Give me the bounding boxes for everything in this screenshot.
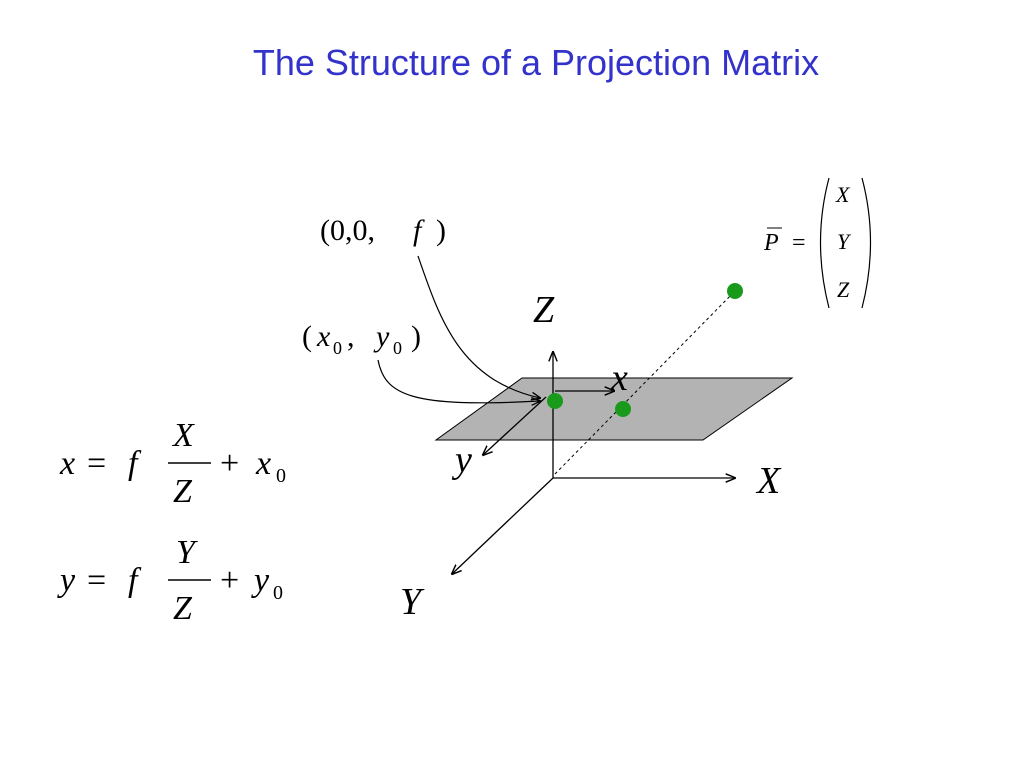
- center-y-sub: 0: [393, 338, 402, 358]
- principal-open: (0,0,: [320, 214, 375, 247]
- principal-close: ): [436, 214, 446, 247]
- projection-ray: [554, 290, 736, 475]
- p-right-paren: [861, 177, 872, 309]
- label-image-center: ( x 0 , y 0 ): [302, 320, 421, 358]
- eqy-eq: =: [87, 562, 106, 599]
- world-point-dot: [727, 283, 743, 299]
- image-point-dot: [615, 401, 631, 417]
- world-axis-y: [452, 477, 554, 574]
- eqx-den: Z: [173, 473, 193, 510]
- equation-x: x = f X Z + x 0: [59, 417, 286, 510]
- p-name: P: [763, 230, 779, 256]
- label-image-y: y: [451, 439, 472, 481]
- eqx-f: f: [128, 445, 142, 482]
- eqy-plus: +: [220, 562, 239, 599]
- vector-p: P = X Y Z: [763, 177, 872, 309]
- label-world-x: X: [755, 460, 782, 502]
- p-entry-y: Y: [837, 229, 852, 254]
- p-eq: =: [792, 230, 806, 256]
- eqy-num: Y: [176, 534, 198, 571]
- eqx-eq: =: [87, 445, 106, 482]
- eqx-num: X: [171, 417, 195, 454]
- p-left-paren: [819, 177, 830, 309]
- eqy-sub: 0: [273, 582, 283, 604]
- center-open: (: [302, 320, 312, 353]
- eqx-lhs: x: [59, 445, 75, 482]
- principal-f: f: [413, 214, 425, 247]
- principal-point-dot: [547, 393, 563, 409]
- p-entry-x: X: [835, 182, 851, 207]
- eqx-plus: +: [220, 445, 239, 482]
- center-close: ): [411, 320, 421, 353]
- eqx-sub: 0: [276, 465, 286, 487]
- label-principal-point: (0,0, f ): [320, 214, 446, 247]
- label-image-x: x: [610, 357, 628, 399]
- eqy-f: f: [128, 562, 142, 599]
- center-x: x: [316, 320, 331, 353]
- center-comma: ,: [347, 320, 355, 353]
- center-y: y: [373, 320, 390, 353]
- eqy-term: y: [251, 562, 270, 599]
- callout-principal-point: [417, 255, 540, 398]
- eqy-lhs: y: [57, 562, 76, 599]
- slide-title: The Structure of a Projection Matrix: [252, 42, 820, 83]
- label-world-z: Z: [533, 289, 555, 331]
- eqy-den: Z: [173, 590, 193, 627]
- center-x-sub: 0: [333, 338, 342, 358]
- p-entry-z: Z: [837, 277, 850, 302]
- image-axis-y: [483, 396, 547, 455]
- eqx-term: x: [255, 445, 271, 482]
- equation-y: y = f Y Z + y 0: [57, 534, 283, 627]
- callout-image-center: [377, 359, 540, 403]
- label-world-y: Y: [400, 581, 425, 623]
